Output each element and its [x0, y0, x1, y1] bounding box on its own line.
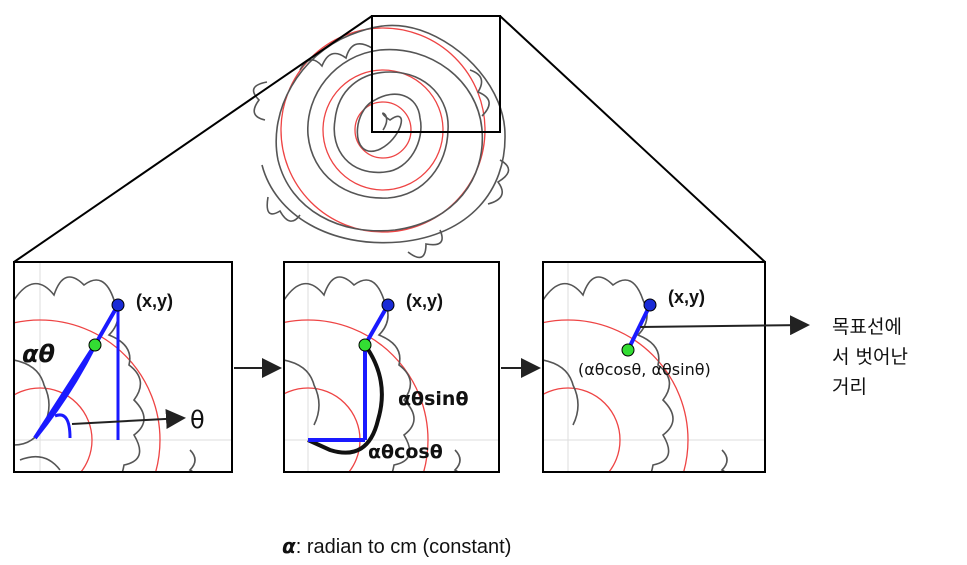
point-xy [643, 298, 657, 312]
zoom-line-right [499, 15, 766, 263]
point-xy [381, 298, 395, 312]
overview-drawn-path [261, 24, 506, 244]
coord-label: (αθcosθ, αθsinθ) [578, 360, 711, 379]
point-label: (x,y) [668, 287, 705, 307]
annotation-line-1: 목표선에 [832, 316, 902, 338]
panel-2: (x,y) αθsinθ αθcosθ [283, 261, 500, 473]
target-ring [284, 319, 429, 472]
error-annotation-arrow [639, 315, 810, 336]
target-ring-middle [322, 69, 444, 191]
target-ring-outer [280, 27, 486, 233]
arc-length [33, 344, 97, 440]
angle-arc [54, 413, 72, 439]
point-label: (x,y) [136, 291, 173, 311]
target-ring [14, 319, 161, 472]
angle-arrow [71, 408, 186, 429]
point-target [88, 338, 102, 352]
vector-to-target [363, 304, 390, 346]
angle-label: θ [190, 406, 205, 434]
target-ring [543, 319, 689, 472]
target-ring [543, 387, 621, 472]
annotation-line-3: 거리 [832, 376, 867, 398]
cos-label: αθcosθ [368, 441, 443, 463]
arc-label: αθ [22, 340, 55, 368]
overview-spiral [13, 15, 766, 263]
zoom-box [371, 15, 501, 133]
drawn-path [543, 276, 728, 472]
footnote-text: : radian to cm (constant) [296, 536, 512, 558]
point-target [358, 338, 372, 352]
zoom-line-left [13, 15, 373, 263]
point-xy [111, 298, 125, 312]
footnote: α: radian to cm (constant) [282, 534, 511, 558]
drawn-path [14, 276, 196, 472]
annotation-line-2: 서 벗어난 [832, 346, 908, 368]
vector-to-target [33, 304, 120, 440]
footnote-symbol: α [282, 534, 296, 558]
error-distance [626, 304, 652, 351]
arc-path [307, 343, 384, 455]
sin-label: αθsinθ [398, 388, 469, 410]
target-ring [14, 387, 93, 472]
point-label: (x,y) [406, 291, 443, 311]
point-target [621, 343, 635, 357]
target-ring-inner [354, 101, 412, 159]
panel-3: (x,y) (αθcosθ, αθsinθ) [542, 261, 766, 473]
drawn-path [284, 276, 461, 472]
overview-drawn-wiggles [252, 42, 510, 259]
panel-1: (x,y) αθ θ [13, 261, 233, 473]
